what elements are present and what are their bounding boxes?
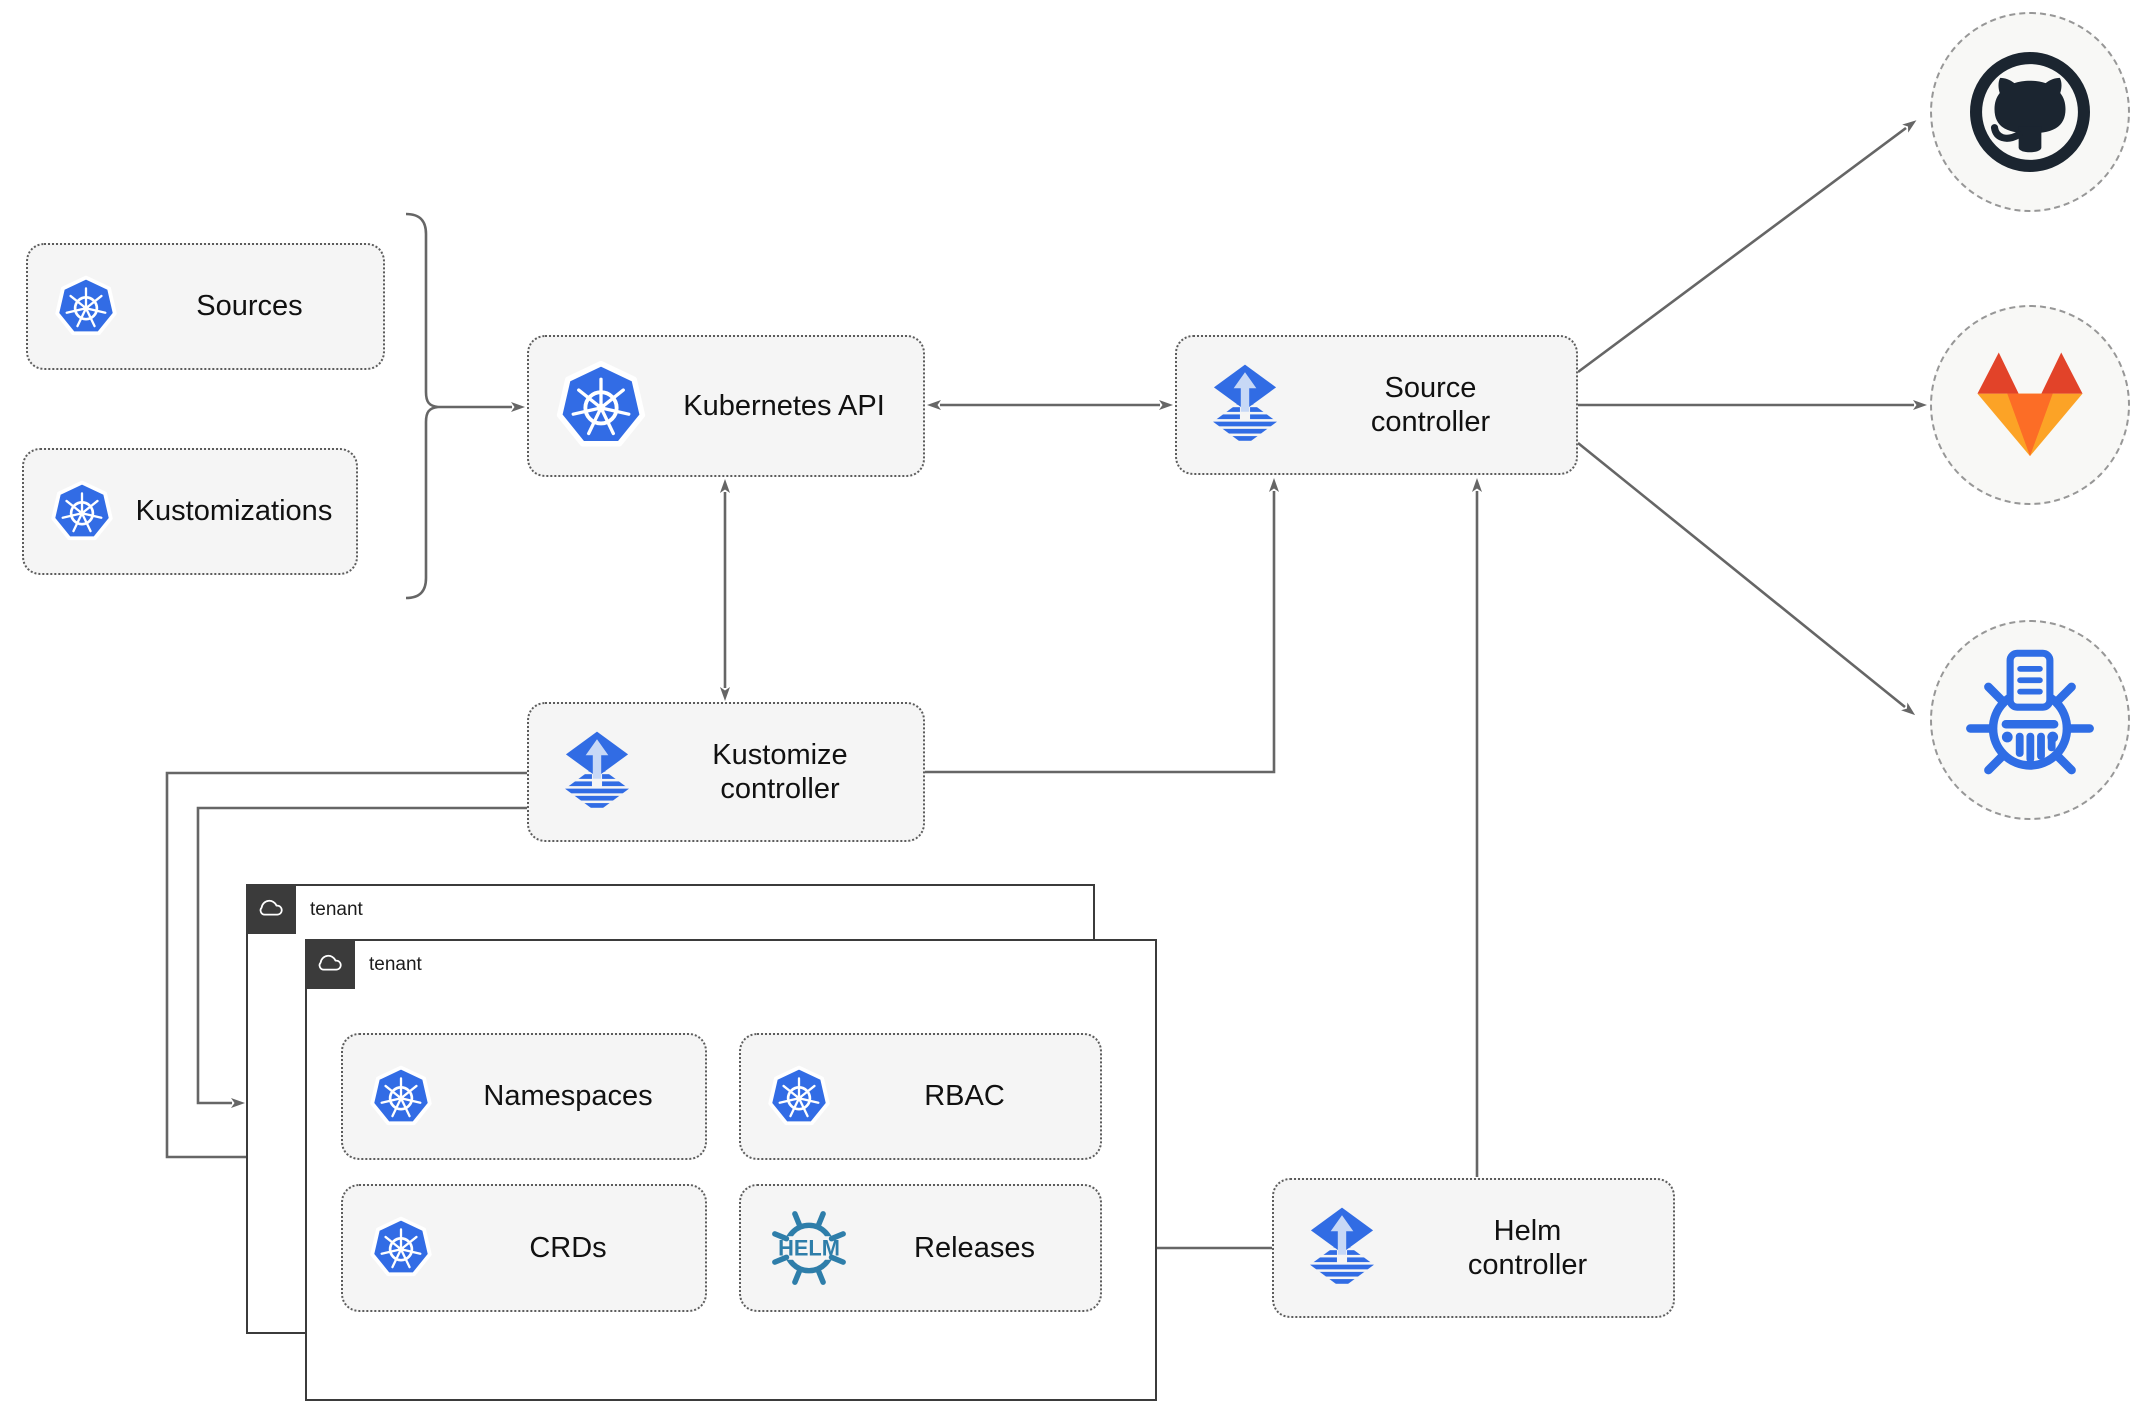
edge-sourcectrl-github <box>1577 120 1917 374</box>
edge-kustomizectrl-sourcectrl <box>925 478 1279 774</box>
kubernetes-icon <box>767 1065 831 1129</box>
node-source-controller: Source controller <box>1175 335 1578 475</box>
node-releases: Releases <box>739 1184 1102 1312</box>
tenant-back-header <box>245 883 296 934</box>
node-kustomize-controller: Kustomize controller <box>527 702 925 842</box>
node-rbac-label: RBAC <box>924 1080 1005 1113</box>
tenant-group-front: tenant <box>304 938 1157 1401</box>
tenant-front-header <box>304 938 355 989</box>
node-releases-label: Releases <box>914 1231 1035 1264</box>
node-kustomizations-label: Kustomizations <box>135 495 333 528</box>
tenant-front-label: tenant <box>369 954 422 975</box>
endpoint-gitlab <box>1930 305 2130 505</box>
cloud-icon <box>256 894 286 924</box>
github-icon <box>1959 41 2101 183</box>
flux-icon <box>1300 1206 1384 1290</box>
gitlab-icon <box>1959 334 2101 476</box>
node-rbac: RBAC <box>739 1033 1102 1160</box>
kubernetes-icon <box>555 360 647 452</box>
node-namespaces: Namespaces <box>341 1033 707 1160</box>
node-crds: CRDs <box>341 1184 707 1312</box>
node-kubernetes-api-label: Kubernetes API <box>683 389 885 422</box>
flux-icon <box>555 730 639 814</box>
node-kustomizations: Kustomizations <box>22 448 358 575</box>
edge-sourcectrl-helmrepo <box>1577 441 1916 716</box>
kubernetes-icon <box>50 480 114 544</box>
kubernetes-icon <box>369 1216 433 1280</box>
helm-repository-icon <box>1959 649 2101 791</box>
node-helm-controller-label: Helm controller <box>1467 1214 1588 1281</box>
brace-sources-group <box>405 212 439 600</box>
node-sources: Sources <box>26 243 385 370</box>
node-sources-label: Sources <box>196 290 303 323</box>
helm-icon <box>767 1206 851 1290</box>
node-kubernetes-api: Kubernetes API <box>527 335 925 477</box>
node-crds-label: CRDs <box>529 1231 607 1264</box>
node-source-controller-label: Source controller <box>1370 371 1491 438</box>
node-helm-controller: Helm controller <box>1272 1178 1675 1318</box>
kubernetes-icon <box>54 275 118 339</box>
node-kustomize-controller-label: Kustomize controller <box>712 738 848 805</box>
endpoint-helm-repository <box>1930 620 2130 820</box>
endpoint-github <box>1930 12 2130 212</box>
kubernetes-icon <box>369 1065 433 1129</box>
tenant-back-label: tenant <box>310 899 363 920</box>
flux-icon <box>1203 363 1287 447</box>
node-namespaces-label: Namespaces <box>483 1080 653 1113</box>
cloud-icon <box>315 949 345 979</box>
